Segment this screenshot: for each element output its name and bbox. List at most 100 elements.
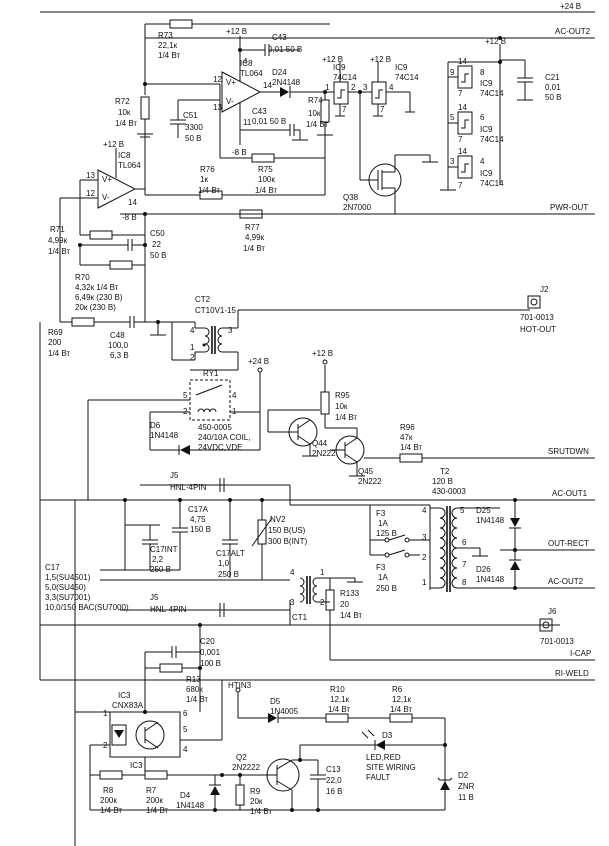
resistor-r69: R69 200 1/4 Вт — [48, 317, 130, 358]
pin-ic9e-4: 4 — [480, 157, 485, 166]
net-j2: HOT-OUT — [520, 325, 556, 334]
transistor-q2: Q2 2N2222 — [222, 745, 301, 810]
label-r70: R70 — [75, 273, 90, 282]
type-q44: 2N222 — [312, 449, 336, 458]
voltage-c21: 50 В — [545, 93, 561, 102]
diode-d4: D4 1N4148 — [176, 775, 221, 810]
resistor-r72: R72 10к 1/4 Вт — [115, 96, 153, 138]
supply-p12-ic8: +12 В — [226, 27, 247, 36]
rail-i-cap: I-CAP — [330, 649, 595, 661]
pin-ct2-3: 3 — [228, 326, 233, 335]
value-r75: 100к — [258, 175, 275, 184]
type-q38: 2N7000 — [343, 203, 372, 212]
value-c17alt: 1,0 — [218, 559, 230, 568]
power-r7: 1/4 Вт — [146, 806, 168, 815]
type-ic9e: 74C14 — [480, 179, 504, 188]
ic8b-vminus: V- — [102, 193, 110, 202]
label-ic8a: IC8 — [240, 59, 253, 68]
voltage-c17a: 150 В — [190, 525, 211, 534]
label-d2: D2 — [458, 771, 469, 780]
type-ic9c: 74C14 — [480, 89, 504, 98]
ic8a-vplus: V+ — [226, 78, 236, 87]
label-c43b: C43 — [252, 107, 267, 116]
label-ct2: CT2 — [195, 295, 211, 304]
value-r133: 20 — [340, 600, 349, 609]
pin-ic9d-7: 7 — [458, 135, 463, 144]
rail-24v: +24 В — [40, 2, 595, 13]
rail-srutdwn: SRUTDWN — [430, 447, 595, 459]
type-ic9d: 74C14 — [480, 135, 504, 144]
label-ic9d: IC9 — [480, 125, 493, 134]
label-r13: R13 — [186, 675, 201, 684]
label-r77: R77 — [245, 223, 260, 232]
power-r76: 1/4 Вт — [198, 186, 220, 195]
label-r95: R95 — [335, 391, 350, 400]
power-r77: 1/4 Вт — [243, 244, 265, 253]
desc2-d3: FAULT — [366, 773, 390, 782]
capacitor-c43b: C43 0,01 50 В — [240, 107, 308, 141]
label-c50: C50 — [150, 229, 165, 238]
rail-ac-out2-label: AC-OUT2 — [555, 27, 591, 36]
pin-ic9c-9: 9 — [450, 68, 455, 77]
label-c17a: C17A — [188, 505, 209, 514]
diode-d5: D5 1N4005 — [238, 697, 326, 723]
power-r96: 1/4 Вт — [400, 443, 422, 452]
rail-24v-label: +24 В — [560, 2, 581, 11]
rail-pwr-out-label: PWR-OUT — [550, 203, 588, 212]
value-c17-1: 1,5(SU4501) — [45, 573, 91, 582]
supply-p24-relay: +24 В — [248, 357, 269, 366]
value-c43b: 0,01 50 В — [252, 117, 286, 126]
power-r10: 1/4 Вт — [328, 705, 350, 714]
pin-ic3-1: 1 — [103, 709, 108, 718]
value-r95: 10к — [335, 402, 348, 411]
resistor-r13: R13 680к 1/4 Вт — [145, 663, 208, 704]
label-nv2: NV2 — [270, 515, 286, 524]
resistor-r74: R74 10к 1/4 Вт — [306, 92, 333, 136]
pin-ct2-1: 1 — [190, 343, 195, 352]
label-j6: J6 — [548, 607, 557, 616]
value-c51: 3300 — [185, 123, 203, 132]
pin-ic8b-12: 12 — [86, 189, 95, 198]
type-ic8b: TL064 — [118, 161, 141, 170]
gate-ic9a: IC9 74C14 +12 В 1 2 7 — [322, 55, 357, 117]
label-ic8b: IC8 — [118, 151, 131, 160]
capacitor-c17: C17 1,5(SU4501) 5,0(SU450) 3,3(SU7001) 1… — [45, 563, 129, 612]
value-c43a: 0,01 50 В — [268, 45, 302, 54]
type-q45: 2N222 — [358, 477, 382, 486]
label-r71: R71 — [50, 225, 65, 234]
label-r8: R8 — [103, 786, 114, 795]
label-f3a: F3 — [376, 509, 386, 518]
diode-d25: D25 1N4148 — [476, 500, 521, 550]
value-r6: 12,1к — [392, 695, 412, 704]
pin-ic9a-2: 2 — [351, 83, 356, 92]
label-c17: C17 — [45, 563, 60, 572]
supply-p12-ic9b: +12 В — [370, 55, 391, 64]
gate-ic9c: 8 IC9 74C14 9 14 7 — [450, 57, 504, 98]
label-r7: R7 — [146, 786, 157, 795]
pin-ic9e-14: 14 — [458, 147, 467, 156]
led-d3: D3 LED,RED SITE WIRING FAULT — [300, 729, 445, 782]
value-c50: 22 — [152, 240, 161, 249]
type-d2: ZNR — [458, 782, 475, 791]
value-r7: 200к — [146, 796, 163, 805]
supply-p12-ic8b: +12 В — [103, 140, 124, 149]
label-r74: R74 — [308, 96, 323, 105]
pin-ic9b-4: 4 — [389, 83, 394, 92]
power-r74: 1/4 Вт — [306, 120, 328, 129]
pin-ic9d-14: 14 — [458, 103, 467, 112]
voltage-t2: 120 В — [432, 477, 453, 486]
value-r69: 200 — [48, 338, 62, 347]
value-r74: 10к — [308, 109, 321, 118]
net-htin3: HTIN3 — [228, 681, 252, 718]
value-r10: 12,1к — [330, 695, 350, 704]
type-ic8a: TL064 — [240, 69, 263, 78]
label-d25: D25 — [476, 506, 491, 515]
value-r71: 4,99к — [48, 236, 68, 245]
supply-p12-q44: +12 В — [312, 349, 333, 358]
pin-t2-2: 2 — [422, 553, 427, 562]
power-r73: 1/4 Вт — [158, 51, 180, 60]
power-r69: 1/4 Вт — [48, 349, 70, 358]
capacitor-c21: C21 0,01 50 В — [500, 59, 561, 102]
label-ic9b: IC9 — [395, 63, 408, 72]
label-r73: R73 — [158, 31, 173, 40]
